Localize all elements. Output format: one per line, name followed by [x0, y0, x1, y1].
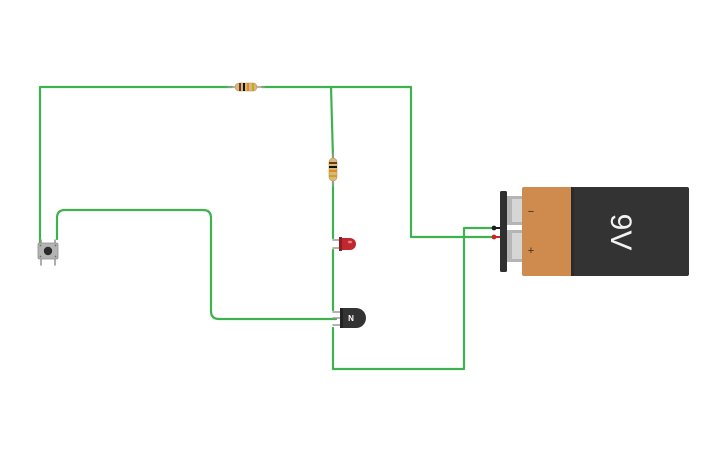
battery-minus-label: −: [528, 206, 534, 218]
resistor-middle[interactable]: [328, 153, 338, 187]
resistor-icon: [328, 153, 338, 187]
led-red-icon: [332, 237, 356, 251]
led[interactable]: [332, 237, 356, 251]
wires: [38, 85, 498, 371]
wire-rail-to-middle-resistor[interactable]: [329, 85, 335, 160]
transistor-label: N: [348, 314, 354, 323]
wire-transistor-to-battery-minus[interactable]: [331, 226, 498, 371]
wire-top-rail[interactable]: [260, 85, 498, 239]
wire-button-to-transistor-base[interactable]: [55, 208, 338, 321]
pushbutton-icon: [37, 239, 59, 266]
npn-transistor-icon: [332, 308, 366, 328]
battery-plus-label: +: [528, 245, 534, 257]
battery-voltage-label: 9V: [604, 214, 637, 251]
battery-9v-icon: [491, 187, 689, 276]
wire-button-to-top-resistor[interactable]: [38, 85, 234, 245]
transistor[interactable]: N: [332, 308, 366, 328]
resistor-top[interactable]: [227, 82, 265, 92]
resistor-icon: [227, 82, 265, 92]
pushbutton[interactable]: [37, 239, 59, 266]
battery[interactable]: − + 9V: [491, 187, 689, 276]
